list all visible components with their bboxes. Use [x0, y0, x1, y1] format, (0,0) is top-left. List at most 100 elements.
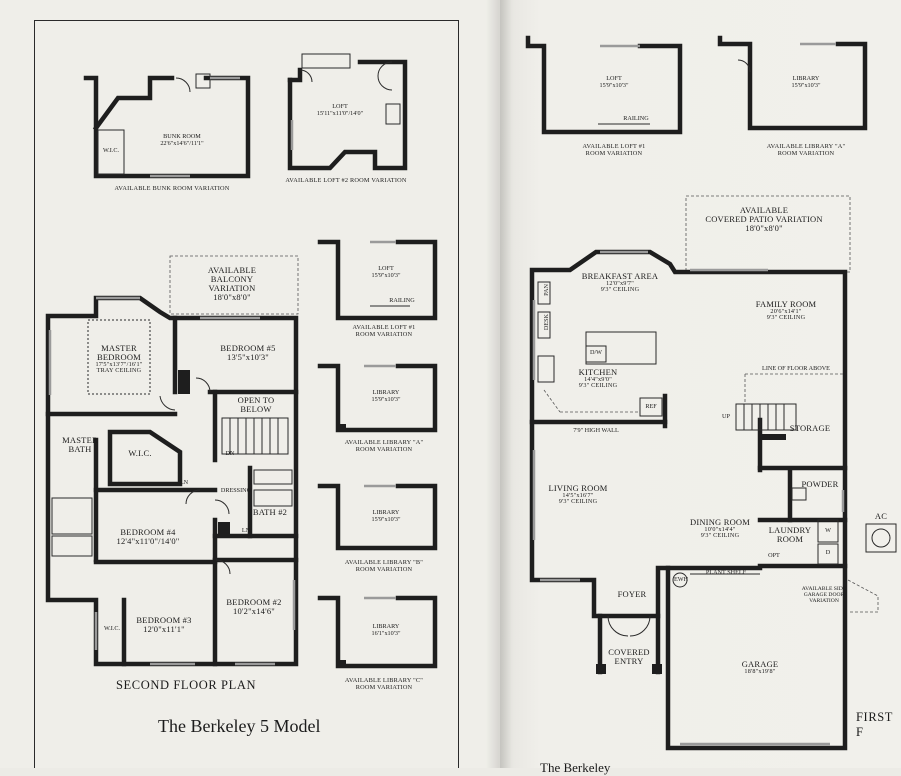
- covered-entry-line2: ENTRY: [614, 655, 644, 666]
- left-loft1-caption1: AVAILABLE LOFT #1: [352, 324, 416, 331]
- left-libB-name: LIBRARY: [372, 509, 400, 516]
- second-floor-plan: [45, 255, 299, 667]
- plant-shelf-label: PLANT SHELF: [705, 569, 747, 576]
- balcony-label: AVAILABLE BALCONY VARIATION 18'0"x8'0": [208, 266, 256, 302]
- bedroom3-name: BEDROOM #3: [136, 615, 192, 625]
- right-loft1-label: LOFT 15'9"x10'3": [600, 75, 629, 89]
- left-libC-size: 16'1"x10'3": [371, 629, 401, 637]
- left-libB-caption: AVAILABLE LIBRARY "B" ROOM VARIATION: [344, 559, 424, 573]
- first-floor-plan: [529, 195, 897, 751]
- water-heater-label: EWH: [673, 576, 689, 583]
- covered-entry-line1: COVERED: [608, 647, 650, 657]
- covered-entry-label: COVERED ENTRY: [608, 648, 650, 666]
- high-wall-label: 7'9" HIGH WALL: [573, 427, 619, 434]
- left-libB-label: LIBRARY 15'9"x10'3": [371, 509, 401, 523]
- left-loft1-caption: AVAILABLE LOFT #1 ROOM VARIATION: [352, 324, 416, 338]
- right-libA-label: LIBRARY 15'9"x10'3": [791, 75, 821, 89]
- laundry-line2: ROOM: [776, 533, 804, 544]
- right-loft1-railing: RAILING: [623, 115, 649, 122]
- garage-size: 18'8"x19'8": [744, 667, 776, 675]
- storage-label: STORAGE: [789, 423, 831, 433]
- left-libC-caption1: AVAILABLE LIBRARY "C": [344, 677, 424, 684]
- bedroom3-wic-label: W.I.C.: [103, 625, 121, 632]
- loft2-caption: AVAILABLE LOFT #2 ROOM VARIATION: [285, 177, 407, 184]
- right-libA-caption1: AVAILABLE LIBRARY "A": [766, 143, 846, 150]
- powder-label: POWDER: [801, 479, 839, 489]
- bunk-room-plan: [83, 73, 251, 179]
- bedroom5-label: BEDROOM #5 13'5"x10'3": [220, 344, 275, 362]
- breakfast-label: BREAKFAST AREA 12'0"x9'7" 9'3" CEILING: [582, 272, 658, 294]
- left-loft1-label: LOFT 15'9"x10'3": [372, 265, 401, 279]
- master-bedroom-name2: BEDROOM: [97, 351, 141, 362]
- foyer-label: FOYER: [617, 589, 647, 599]
- right-libA-caption2: ROOM VARIATION: [777, 149, 835, 157]
- loft2-label: LOFT 15'11"x11'0"/14'0": [317, 103, 363, 117]
- patio-size: 18'0"x8'0": [745, 222, 783, 233]
- living-room-name: LIVING ROOM: [548, 483, 608, 493]
- left-loft1-name: LOFT: [378, 265, 394, 272]
- right-loft1-caption2: ROOM VARIATION: [585, 149, 643, 157]
- open-to-below-label: OPEN TO BELOW: [238, 396, 275, 414]
- patio-line2: COVERED PATIO VARIATION: [705, 213, 823, 224]
- master-bedroom-label: MASTER BEDROOM 17'5"x13'7"/16'1" TRAY CE…: [96, 344, 143, 375]
- side-garage-line1: AVAILABLE SIDE: [801, 586, 847, 592]
- right-libA-size: 15'9"x10'3": [791, 81, 821, 89]
- living-room-note: 9'3" CEILING: [558, 498, 598, 506]
- kitchen-size: 14'4"x9'0": [584, 375, 612, 383]
- patio-line1: AVAILABLE: [739, 205, 789, 215]
- washer-label: W: [825, 527, 831, 534]
- bedroom4-name: BEDROOM #4: [120, 527, 176, 537]
- master-bedroom-note: TRAY CEILING: [96, 367, 142, 375]
- bunk-room-name: BUNK ROOM: [163, 133, 201, 140]
- pantry-label: PAN: [543, 284, 550, 296]
- line-of-floor-above-label: LINE OF FLOOR ABOVE: [762, 365, 830, 372]
- second-floor-frame: [34, 20, 459, 768]
- balcony-line2: BALCONY: [210, 273, 254, 284]
- master-bedroom-size: 17'5"x13'7"/16'1": [95, 360, 143, 368]
- family-room-label: FAMILY ROOM 20'6"x14'1" 9'3" CEILING: [756, 300, 817, 322]
- left-libB-caption1: AVAILABLE LIBRARY "B": [344, 559, 424, 566]
- bedroom5-size: 13'5"x10'3": [227, 351, 269, 362]
- balcony-line1: AVAILABLE: [207, 265, 257, 275]
- bedroom4-size: 12'4"x11'0"/14'0": [116, 535, 180, 546]
- left-libA-name: LIBRARY: [372, 389, 400, 396]
- linen2-label: LN: [241, 527, 251, 534]
- laundry-room-label: LAUNDRY ROOM: [769, 526, 812, 544]
- family-room-size: 20'6"x14'1": [770, 307, 802, 315]
- stair-up-label: UP: [722, 413, 730, 420]
- bottom-right-title-fragment: The Berkeley: [540, 760, 611, 775]
- dressing-label: DRESSING: [220, 487, 252, 494]
- open-to-below-line2: BELOW: [240, 403, 272, 414]
- left-libC-caption: AVAILABLE LIBRARY "C" ROOM VARIATION: [344, 677, 424, 691]
- left-libA-caption1: AVAILABLE LIBRARY "A": [344, 439, 424, 446]
- open-to-below-line1: OPEN TO: [237, 395, 275, 405]
- right-variations-plans: [525, 35, 868, 135]
- master-bath-label: MASTER BATH: [62, 436, 98, 454]
- bedroom2-name: BEDROOM #2: [226, 597, 282, 607]
- bedroom4-label: BEDROOM #4 12'4"x11'0"/14'0": [117, 528, 180, 546]
- loft2-name: LOFT: [332, 103, 348, 110]
- bath2-label: BATH #2: [252, 507, 288, 517]
- master-bath-line2: BATH: [68, 443, 92, 454]
- ac-label: AC: [874, 511, 888, 521]
- left-variations-plans: [317, 239, 438, 669]
- master-wic-label: W.I.C.: [128, 448, 152, 458]
- kitchen-note: 9'3" CEILING: [578, 382, 618, 390]
- bedroom5-name: BEDROOM #5: [220, 343, 276, 353]
- right-loft1-caption: AVAILABLE LOFT #1 ROOM VARIATION: [583, 143, 646, 157]
- bedroom3-label: BEDROOM #3 12'0"x11'1": [136, 616, 191, 634]
- dryer-label: D: [825, 549, 831, 556]
- bedroom2-label: BEDROOM #2 10'2"x14'6": [226, 598, 281, 616]
- master-bath-line1: MASTER: [62, 435, 98, 445]
- dn-label: DN: [225, 450, 235, 457]
- family-room-note: 9'3" CEILING: [766, 314, 806, 322]
- balcony-line3: VARIATION: [208, 282, 256, 293]
- first-floor-caption: FIRST F: [856, 710, 893, 739]
- side-garage-line2: GARAGE DOOR: [803, 591, 845, 598]
- kitchen-label: KITCHEN 14'4"x9'0" 9'3" CEILING: [579, 368, 618, 390]
- second-floor-caption: SECOND FLOOR PLAN: [116, 678, 257, 692]
- left-libB-size: 15'9"x10'3": [371, 515, 401, 523]
- left-libB-caption2: ROOM VARIATION: [355, 565, 413, 573]
- garage-name: GARAGE: [741, 659, 779, 669]
